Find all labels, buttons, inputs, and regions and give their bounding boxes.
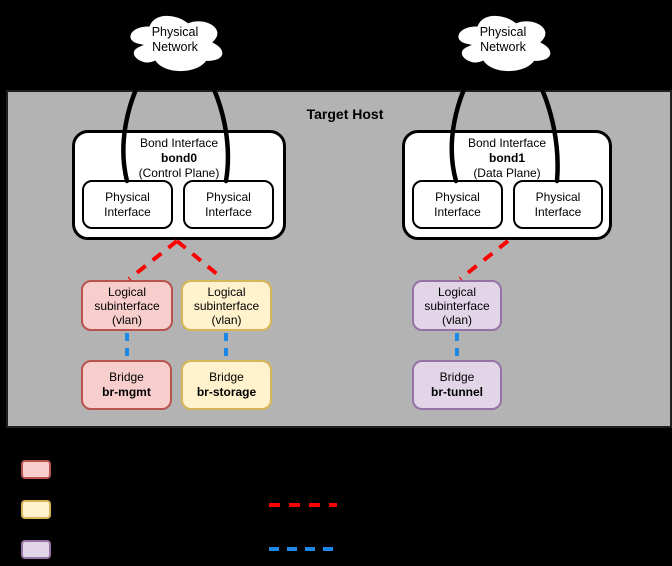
legend-swatch-storage	[21, 500, 51, 519]
bond1-plane: (Data Plane)	[473, 166, 541, 180]
sub-label: (vlan)	[211, 312, 242, 327]
sub-label: subinterface	[424, 298, 490, 313]
target-host-label: Target Host	[306, 106, 384, 122]
bond0-title: Bond Interface	[139, 136, 219, 150]
phys-label: Physical	[535, 189, 581, 204]
sub-label: subinterface	[193, 298, 260, 313]
sub-label: (vlan)	[111, 312, 142, 327]
bridge-name: br-storage	[196, 385, 257, 399]
cloud-left-line1: Physical	[151, 25, 199, 39]
sub-label: Logical	[207, 284, 246, 299]
bond1-title: Bond Interface	[467, 136, 547, 150]
bond1-physical-interface-1: Physical Interface	[412, 180, 503, 229]
bridge-br-mgmt: Bridge br-mgmt	[81, 360, 172, 410]
bond1-physical-interface-2: Physical Interface	[513, 180, 603, 229]
bridge-label: Bridge	[209, 370, 244, 384]
bridge-br-storage: Bridge br-storage	[181, 360, 272, 410]
cloud-right-line1: Physical	[479, 25, 527, 39]
bond0-plane: (Control Plane)	[138, 166, 220, 180]
bridge-br-tunnel: Bridge br-tunnel	[412, 360, 502, 410]
bridge-label: Bridge	[109, 370, 144, 384]
bridge-label: Bridge	[439, 370, 475, 384]
bridge-name: br-tunnel	[431, 385, 483, 399]
phys-label: Interface	[434, 204, 481, 219]
bridge-name: br-mgmt	[102, 385, 151, 399]
bond0-name: bond0	[161, 151, 197, 165]
phys-label: Physical	[105, 189, 150, 204]
sub-label: Logical	[107, 284, 147, 299]
bond0-physical-interface-1: Physical Interface	[82, 180, 173, 229]
sub-label: subinterface	[94, 298, 160, 313]
cloud-label-right: Physical Network	[450, 25, 556, 55]
sub-label: (vlan)	[441, 312, 472, 327]
phys-label: Interface	[205, 204, 252, 219]
phys-label: Interface	[104, 204, 151, 219]
phys-label: Physical	[206, 189, 251, 204]
phys-label: Physical	[435, 189, 480, 204]
vlan-subinterface-tunnel: Logical subinterface (vlan)	[412, 280, 502, 331]
bond1-name: bond1	[489, 151, 525, 165]
cloud-label-left: Physical Network	[122, 25, 228, 55]
sub-label: Logical	[437, 284, 477, 299]
bond0-physical-interface-2: Physical Interface	[183, 180, 274, 229]
legend-swatch-mgmt	[21, 460, 51, 479]
legend-swatch-tunnel	[21, 540, 51, 559]
phys-label: Interface	[534, 204, 582, 219]
cloud-right-line2: Network	[480, 40, 526, 54]
vlan-subinterface-mgmt: Logical subinterface (vlan)	[81, 280, 173, 331]
cloud-left-line2: Network	[152, 40, 198, 54]
vlan-subinterface-storage: Logical subinterface (vlan)	[181, 280, 272, 331]
